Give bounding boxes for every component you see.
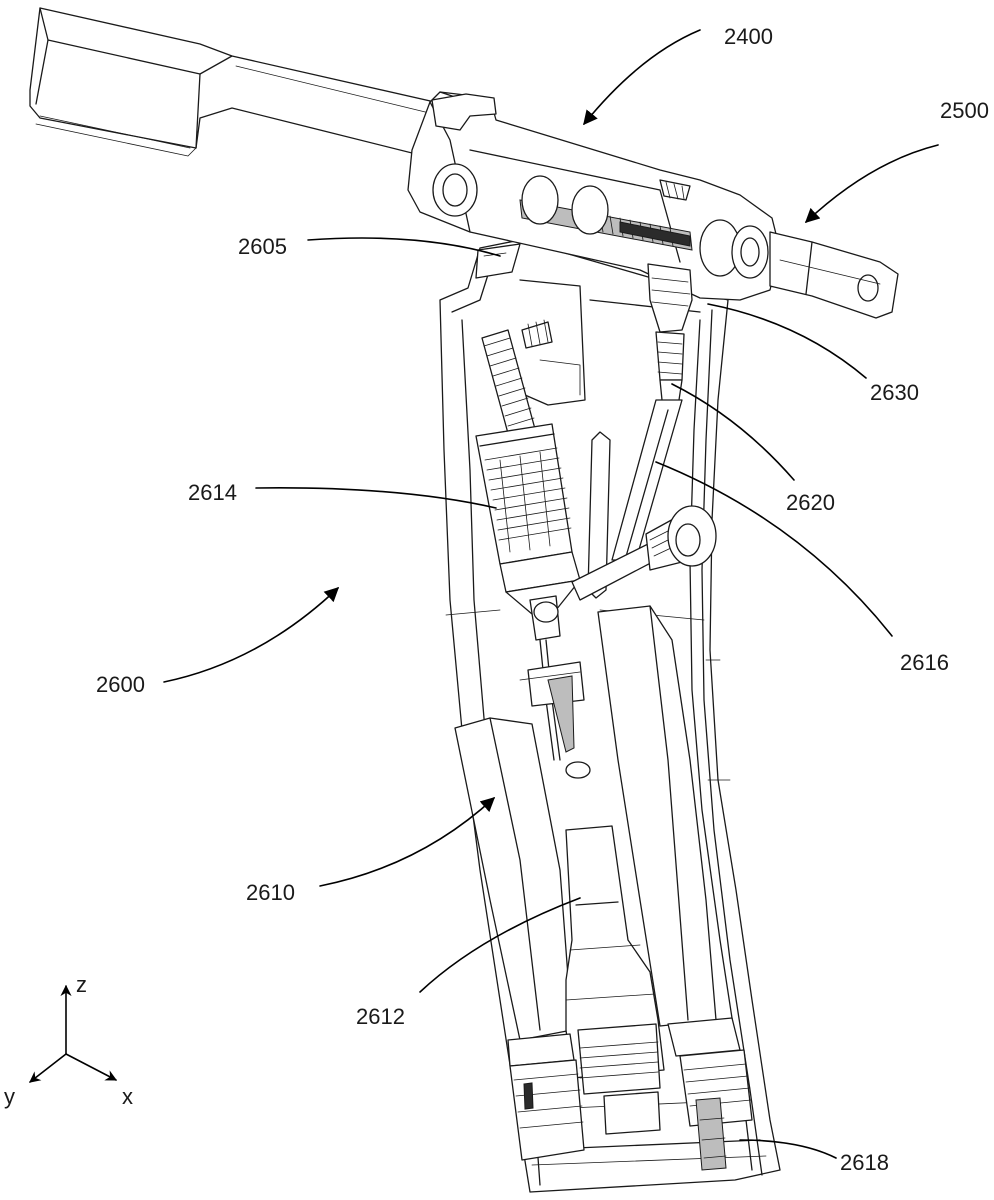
leader-2616 [655,461,893,637]
central-body [565,825,665,1135]
return-spring [481,319,553,449]
x-axis [65,1053,117,1081]
axes-triad: z y x [4,972,133,1109]
arrow-2600 [163,587,340,683]
arrow-2500 [804,144,939,223]
label-2400: 2400 [724,24,773,49]
shaft-assembly [29,7,899,319]
axis-label-x: x [122,1084,133,1109]
leader-2605 [307,237,501,257]
label-2612: 2612 [356,1004,405,1029]
leader-2618 [739,1139,837,1159]
connecting-rod [571,505,717,601]
leader-2620 [671,383,795,481]
leader-2612 [419,897,581,993]
label-2605: 2605 [238,234,287,259]
label-2616: 2616 [900,650,949,675]
leader-2614 [255,487,497,509]
y-axis [29,1053,67,1083]
leader-lines [163,29,939,1159]
leader-2630 [707,303,867,379]
axis-label-z: z [76,972,87,997]
axis-label-y: y [4,1084,15,1109]
arrow-2400 [583,29,701,126]
label-2500: 2500 [940,98,989,123]
label-2618: 2618 [840,1150,889,1175]
bottom-connectors [507,1017,753,1171]
label-2620: 2620 [786,490,835,515]
arrow-2610 [319,797,496,887]
label-2610: 2610 [246,880,295,905]
label-2600: 2600 [96,672,145,697]
reference-labels: 2400 2500 2605 2630 2620 2614 2616 2600 … [96,24,989,1175]
label-2630: 2630 [870,380,919,405]
label-2614: 2614 [188,480,237,505]
